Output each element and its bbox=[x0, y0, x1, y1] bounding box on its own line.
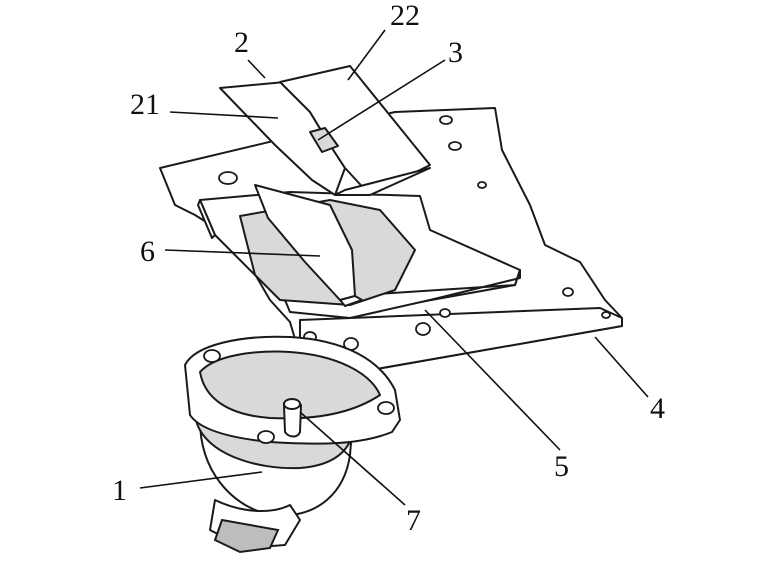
label-6: 6 bbox=[140, 235, 155, 268]
lamp-body bbox=[184, 335, 401, 554]
label-22: 22 bbox=[390, 0, 420, 32]
label-5: 5 bbox=[554, 450, 569, 483]
leader-lines bbox=[139, 29, 649, 506]
label-2: 2 bbox=[234, 26, 249, 59]
label-1: 1 bbox=[112, 474, 127, 507]
label-3: 3 bbox=[448, 36, 463, 69]
cover-assembly bbox=[219, 65, 431, 196]
label-4: 4 bbox=[650, 392, 665, 425]
reference-numerals: 2 22 3 21 6 4 5 1 7 bbox=[112, 0, 665, 537]
label-7: 7 bbox=[406, 504, 421, 537]
label-21: 21 bbox=[130, 88, 160, 121]
shield bbox=[239, 184, 416, 307]
